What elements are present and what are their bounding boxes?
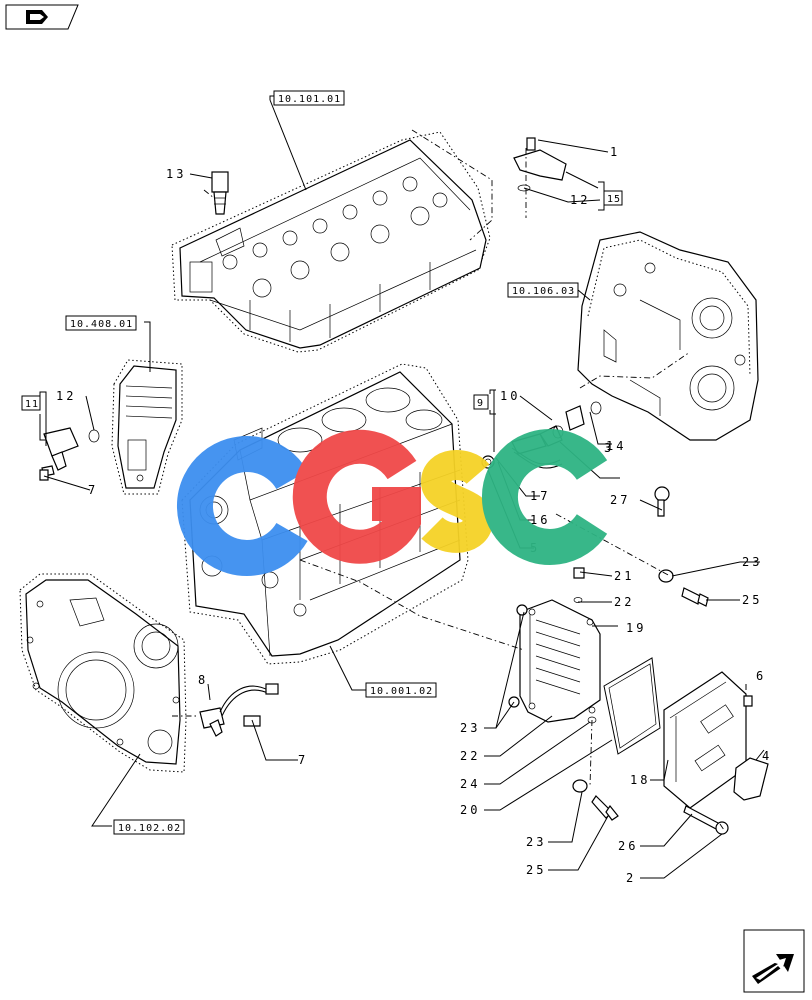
callout-13[interactable]: 13	[166, 167, 186, 181]
connector-cover-part	[733, 757, 769, 801]
callout-25-bottom[interactable]: 25	[526, 863, 546, 877]
callout-27[interactable]: 27	[610, 493, 630, 507]
watermark-letter-c-blue	[176, 436, 308, 576]
front-gear-cover-part	[19, 573, 187, 773]
reference-box-10-106-03[interactable]: 10.106.03	[507, 282, 579, 298]
callout-23[interactable]: 23	[742, 555, 762, 569]
group-box-11[interactable]: 11	[21, 395, 41, 411]
book-navigation-icon[interactable]	[5, 4, 79, 30]
pressure-sensor-part	[513, 137, 567, 192]
watermark-letter-g-red	[292, 429, 421, 564]
oil-cooler-part	[111, 359, 183, 495]
callout-7-lower[interactable]: 7	[298, 753, 308, 767]
callout-17[interactable]: 17	[530, 489, 550, 503]
callout-2[interactable]: 2	[626, 871, 636, 885]
callout-22[interactable]: 22	[614, 595, 634, 609]
reference-box-10-408-01[interactable]: 10.408.01	[65, 315, 137, 331]
next-page-arrow-icon[interactable]	[743, 929, 805, 993]
callout-19[interactable]: 19	[626, 621, 646, 635]
callout-26[interactable]: 26	[618, 839, 638, 853]
group-box-15[interactable]: 15	[603, 190, 623, 206]
ecu-module-part	[663, 671, 747, 809]
callout-labels: 1 12 13 10 3 14 12 7 5 17 16 27 21 22 23…	[56, 145, 772, 885]
fasteners-part	[508, 567, 753, 835]
assembly-lines	[172, 129, 725, 831]
reference-label: 10.106.03	[512, 286, 575, 297]
callout-14[interactable]: 14	[606, 439, 626, 453]
watermark-logo	[176, 429, 608, 576]
group-label: 9	[477, 398, 484, 409]
callout-1[interactable]: 1	[610, 145, 620, 159]
ecu-bracket-part	[519, 599, 601, 723]
callout-10[interactable]: 10	[500, 389, 520, 403]
group-label: 15	[607, 194, 621, 205]
crank-sensor-part	[39, 469, 279, 737]
callout-21[interactable]: 21	[614, 569, 634, 583]
cylinder-head-part	[171, 131, 491, 353]
callout-24[interactable]: 24	[460, 777, 480, 791]
callout-8[interactable]: 8	[198, 673, 208, 687]
callout-3[interactable]: 3	[604, 441, 614, 455]
reference-box-10-102-02[interactable]: 10.102.02	[113, 819, 185, 835]
callout-20[interactable]: 20	[460, 803, 480, 817]
callout-23-bottom[interactable]: 23	[526, 835, 546, 849]
reference-label: 10.101.01	[278, 94, 341, 105]
speed-sensor-part	[41, 427, 100, 477]
watermark-letter-s-yellow	[420, 450, 494, 553]
callout-7[interactable]: 7	[88, 483, 98, 497]
watermark-letter-c-green	[481, 429, 608, 565]
callout-22-left[interactable]: 22	[460, 749, 480, 763]
reference-label: 10.001.02	[370, 686, 433, 697]
reference-label: 10.102.02	[118, 823, 181, 834]
callout-18[interactable]: 18	[630, 773, 650, 787]
callout-6[interactable]: 6	[756, 669, 766, 683]
group-label: 11	[25, 399, 39, 410]
callout-23-left[interactable]: 23	[460, 721, 480, 735]
flywheel-housing-part	[577, 231, 759, 441]
callout-25[interactable]: 25	[742, 593, 762, 607]
callout-16[interactable]: 16	[530, 513, 550, 527]
group-box-9[interactable]: 9	[473, 394, 489, 410]
gasket-part	[603, 657, 661, 755]
hose-clip-part	[654, 486, 670, 517]
callout-4[interactable]: 4	[762, 749, 772, 763]
callout-12[interactable]: 12	[570, 193, 590, 207]
reference-box-10-101-01[interactable]: 10.101.01	[273, 90, 345, 106]
temperature-sensor-part	[211, 171, 229, 215]
callout-12-left[interactable]: 12	[56, 389, 76, 403]
reference-label: 10.408.01	[70, 319, 133, 330]
reference-box-10-001-02[interactable]: 10.001.02	[365, 682, 437, 698]
